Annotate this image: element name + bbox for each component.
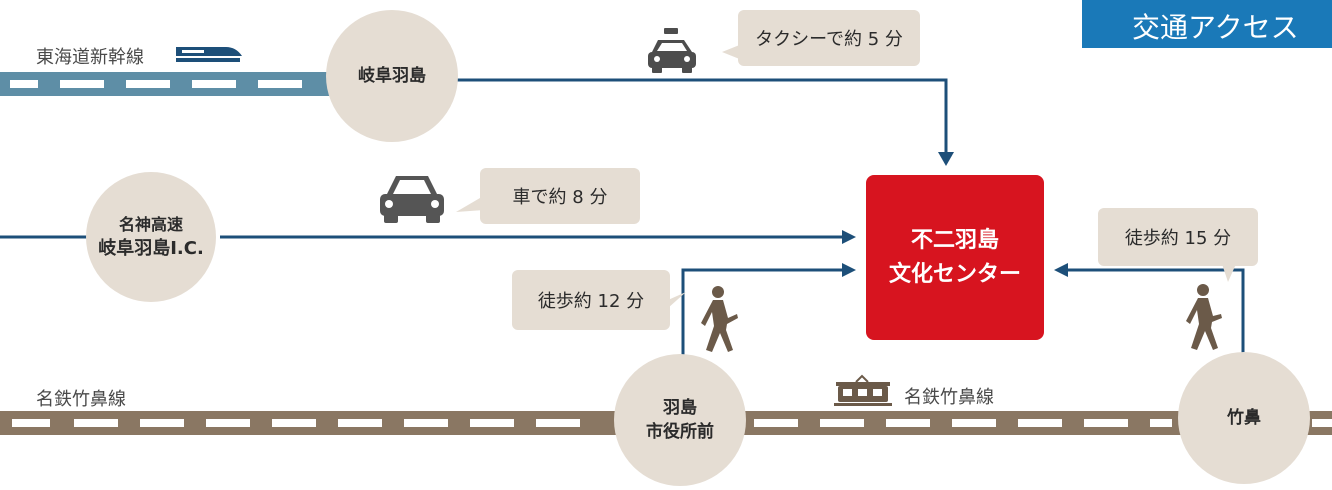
destination-line1: 不二羽島: [910, 227, 999, 253]
route-taxi-label: タクシーで約 5 分: [755, 29, 903, 50]
route-bubble-car: 車で約 8 分: [480, 168, 640, 224]
route-bubble-walk-15: 徒歩約 15 分: [1098, 208, 1258, 266]
station-hashima-shiyakusho-mae: 羽島 市役所前: [614, 354, 746, 486]
route-car-label: 車で約 8 分: [512, 187, 608, 208]
route-lines: [0, 78, 1245, 355]
station-meishin-gifu-hashima-ic: 名神高速 岐阜羽島I.C.: [86, 172, 216, 302]
shinkansen-icon: [176, 47, 242, 62]
station-meishin-line1: 名神高速: [118, 215, 183, 234]
route-walk-12-label: 徒歩約 12 分: [537, 291, 645, 312]
title-banner: 交通アクセス: [1082, 0, 1332, 48]
meitetsu-line-label-left: 名鉄竹鼻線: [36, 389, 126, 410]
car-icon: [380, 176, 444, 223]
bubble-tails: [456, 44, 1236, 308]
station-gifu-hashima: 岐阜羽島: [326, 10, 458, 142]
station-takehana: 竹鼻: [1178, 352, 1310, 484]
walking-person-icon: [1186, 284, 1222, 350]
station-takehana-label: 竹鼻: [1227, 408, 1261, 428]
route-bubble-taxi: タクシーで約 5 分: [738, 10, 920, 66]
train-icon: [834, 374, 892, 406]
taxi-icon: [648, 28, 696, 73]
destination-box: 不二羽島 文化センター: [866, 175, 1044, 340]
route-walk-15-label: 徒歩約 15 分: [1124, 228, 1232, 249]
walking-person-icon: [701, 286, 738, 352]
shinkansen-track: [0, 72, 348, 96]
station-shiyakusho-line2: 市役所前: [646, 422, 714, 442]
page-title: 交通アクセス: [1132, 11, 1299, 44]
route-bubble-walk-12: 徒歩約 12 分: [512, 270, 670, 330]
station-meishin-line2: 岐阜羽島I.C.: [98, 238, 204, 259]
shinkansen-line-label: 東海道新幹線: [36, 47, 144, 68]
station-shiyakusho-line1: 羽島: [663, 398, 697, 418]
station-gifu-hashima-label: 岐阜羽島: [358, 66, 426, 86]
destination-line2: 文化センター: [888, 261, 1021, 287]
route-arrows: [842, 152, 1068, 277]
meitetsu-line-label-mid: 名鉄竹鼻線: [904, 387, 994, 408]
